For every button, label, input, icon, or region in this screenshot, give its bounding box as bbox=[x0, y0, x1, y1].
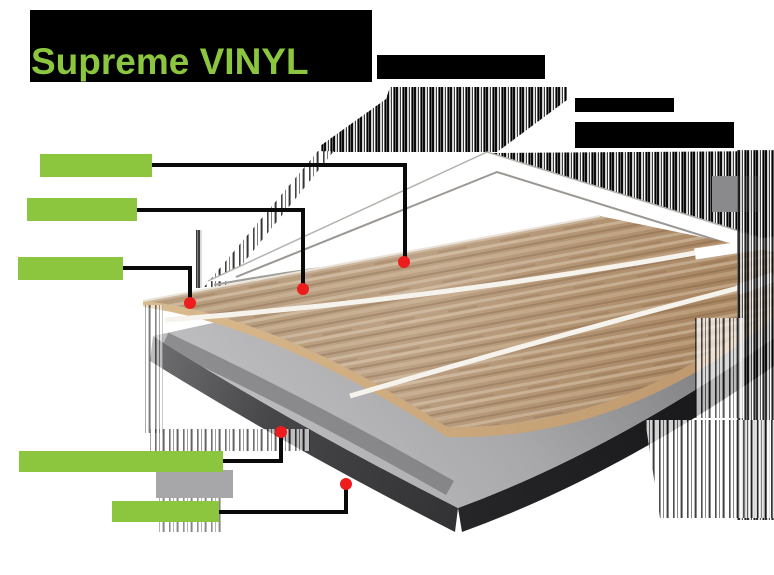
streak-column-left bbox=[196, 230, 202, 288]
marker-dot-2 bbox=[297, 283, 309, 295]
streak-patch-above-label4 bbox=[150, 429, 310, 451]
white-artifact-patch bbox=[233, 468, 312, 497]
wood-layer-side-edge bbox=[143, 301, 774, 438]
plank-gap-line-1 bbox=[164, 250, 696, 323]
layer-label-box-2 bbox=[27, 198, 137, 221]
redacted-title-tail-block bbox=[377, 55, 545, 79]
streak-column-left-corner bbox=[143, 305, 163, 433]
layer-label-box-3 bbox=[18, 257, 123, 280]
redacted-title-text-block bbox=[30, 10, 372, 82]
streak-band-sheet-left bbox=[204, 151, 334, 287]
marker-dot-3 bbox=[184, 297, 196, 309]
connector-4 bbox=[223, 434, 283, 463]
page-title: Supreme VINYL bbox=[31, 41, 309, 82]
marker-dot-5 bbox=[340, 478, 352, 490]
gray-artifact-patch-left bbox=[156, 470, 233, 498]
connector-lines bbox=[123, 163, 407, 514]
connector-1 bbox=[152, 163, 407, 260]
wood-top-edge-highlight bbox=[142, 215, 601, 302]
connector-5 bbox=[219, 486, 348, 514]
redacted-note-line-1 bbox=[575, 98, 674, 112]
layer-label-box-4 bbox=[19, 451, 223, 472]
wear-layer-sheet bbox=[208, 152, 774, 283]
plank-gap-line-2 bbox=[349, 284, 743, 399]
layer-markers bbox=[184, 256, 410, 490]
streak-band-top-center bbox=[320, 87, 567, 152]
slab-shadow-under-wood bbox=[161, 332, 454, 495]
redacted-note-line-2 bbox=[575, 122, 734, 148]
connector-2 bbox=[137, 208, 305, 287]
marker-dot-1 bbox=[398, 256, 410, 268]
marker-dot-4 bbox=[275, 426, 287, 438]
streak-patch-right bbox=[695, 318, 743, 418]
connector-3 bbox=[123, 266, 192, 301]
layer-label-box-1 bbox=[40, 154, 152, 177]
streak-patch-bottom-right bbox=[645, 420, 774, 518]
layer-label-box-5 bbox=[112, 501, 219, 522]
slab-front-right-face bbox=[458, 338, 774, 532]
wear-layer-inner-outline bbox=[235, 170, 774, 278]
